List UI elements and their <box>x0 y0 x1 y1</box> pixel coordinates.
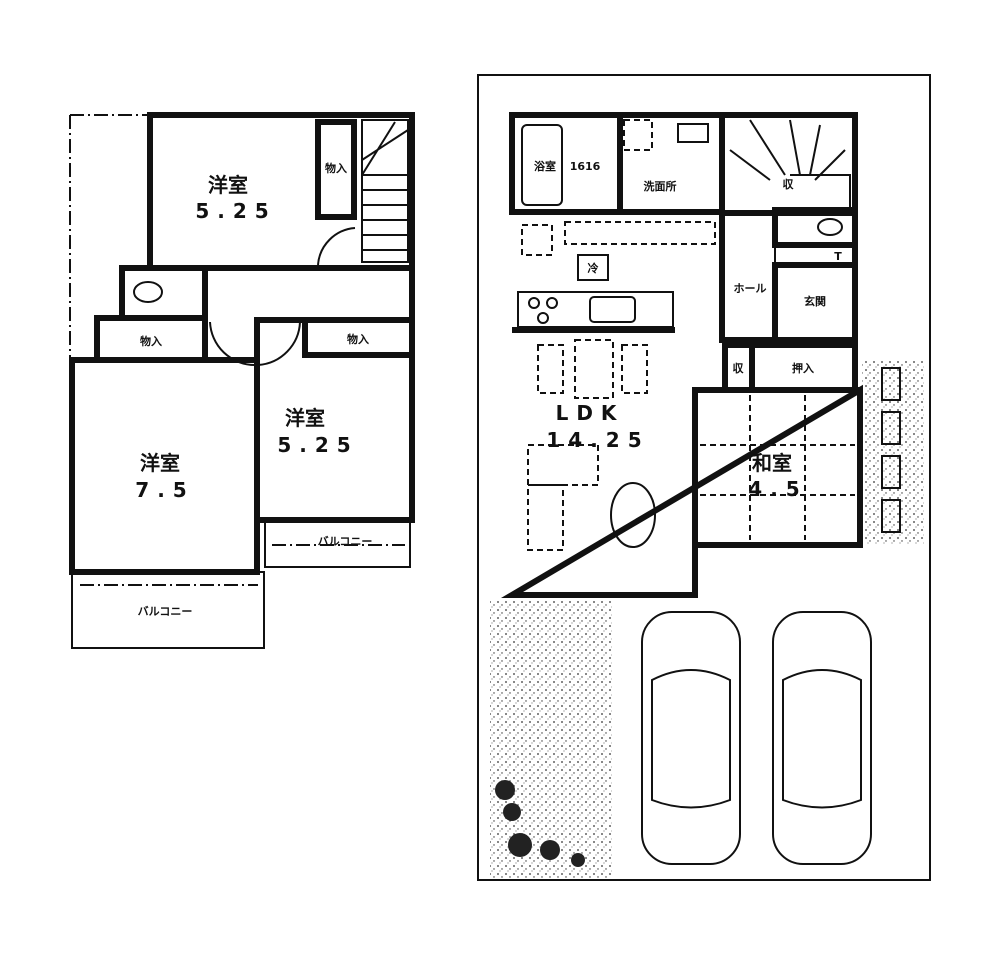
kitchen-counter <box>517 291 674 328</box>
balcony-south-label: バルコニー <box>138 605 193 618</box>
cupboard <box>564 221 716 245</box>
closet-west-label: 物入 <box>140 334 162 348</box>
ldk-name: LDK <box>556 401 625 425</box>
stairs-2f <box>361 119 409 263</box>
site-boundary <box>477 74 931 881</box>
bathroom <box>509 112 623 215</box>
balcony-east-label: バルコニー <box>318 535 373 548</box>
washroom <box>617 112 725 215</box>
room-east-size: 5.25 <box>277 433 358 457</box>
wash-basin <box>677 123 709 143</box>
interior-walls <box>512 212 855 343</box>
toilet-icon <box>133 281 163 303</box>
pantry-space <box>521 224 553 256</box>
closet-east-label: 物入 <box>347 332 369 346</box>
sink-icon <box>589 296 636 323</box>
stove-icon <box>528 297 558 324</box>
washitsu-walls <box>692 387 863 548</box>
hall-walls <box>202 268 415 520</box>
door-swing <box>317 227 356 266</box>
site-boundary-line <box>69 114 150 360</box>
hall-label: ホール <box>734 282 767 295</box>
room-west-name: 洋室 <box>140 451 180 475</box>
balcony-rail <box>80 544 405 586</box>
first-floor-plan: 浴室 1616 洗面所 冷 収 T ホール 玄関 収 押入 LDK 14.25 … <box>477 74 931 881</box>
house-outer-walls <box>500 112 863 598</box>
stairs-1f <box>729 119 851 210</box>
oshiire-label: 押入 <box>792 361 814 375</box>
second-floor-plan: 洋室 5.25 物入 物入 物入 洋室 7.5 洋室 5.25 バルコニー バル… <box>69 112 415 649</box>
washroom-label: 洗面所 <box>644 179 677 193</box>
closet-north <box>315 119 357 220</box>
bath-size-label: 1616 <box>570 160 601 173</box>
genkan-label: 玄関 <box>804 294 826 308</box>
washitsu-name: 和室 <box>752 451 792 475</box>
ldk-size: 14.25 <box>546 428 649 452</box>
garden-area <box>490 600 612 878</box>
stairwell <box>719 112 858 216</box>
closet-north-label: 物入 <box>325 161 347 175</box>
t-mark: T <box>834 250 842 263</box>
room-north-walls <box>147 112 415 271</box>
car-right <box>772 611 872 865</box>
approach-area <box>862 360 924 545</box>
room-north-name: 洋室 <box>208 173 248 197</box>
door-swings <box>209 321 301 367</box>
fridge <box>577 254 609 281</box>
bath-label: 浴室 <box>534 159 556 173</box>
coffee-table <box>610 482 656 548</box>
room-north-size: 5.25 <box>195 199 276 223</box>
room-east-walls <box>254 317 415 523</box>
room-east-name: 洋室 <box>285 406 325 430</box>
washitsu-size: 4.5 <box>748 477 807 501</box>
fridge-label: 冷 <box>588 261 599 275</box>
storage-hall-label: 収 <box>733 362 745 375</box>
car-left <box>641 611 741 865</box>
toilet-icon <box>817 218 843 236</box>
balcony-east <box>264 521 411 568</box>
washer-space <box>623 119 653 151</box>
dining-set <box>527 339 648 551</box>
bathtub <box>521 124 563 206</box>
stepping-stones <box>881 367 901 533</box>
balcony-south <box>71 571 265 649</box>
storage-stair-label: 収 <box>783 178 795 191</box>
room-west-size: 7.5 <box>135 478 194 502</box>
shrubs <box>495 780 585 867</box>
